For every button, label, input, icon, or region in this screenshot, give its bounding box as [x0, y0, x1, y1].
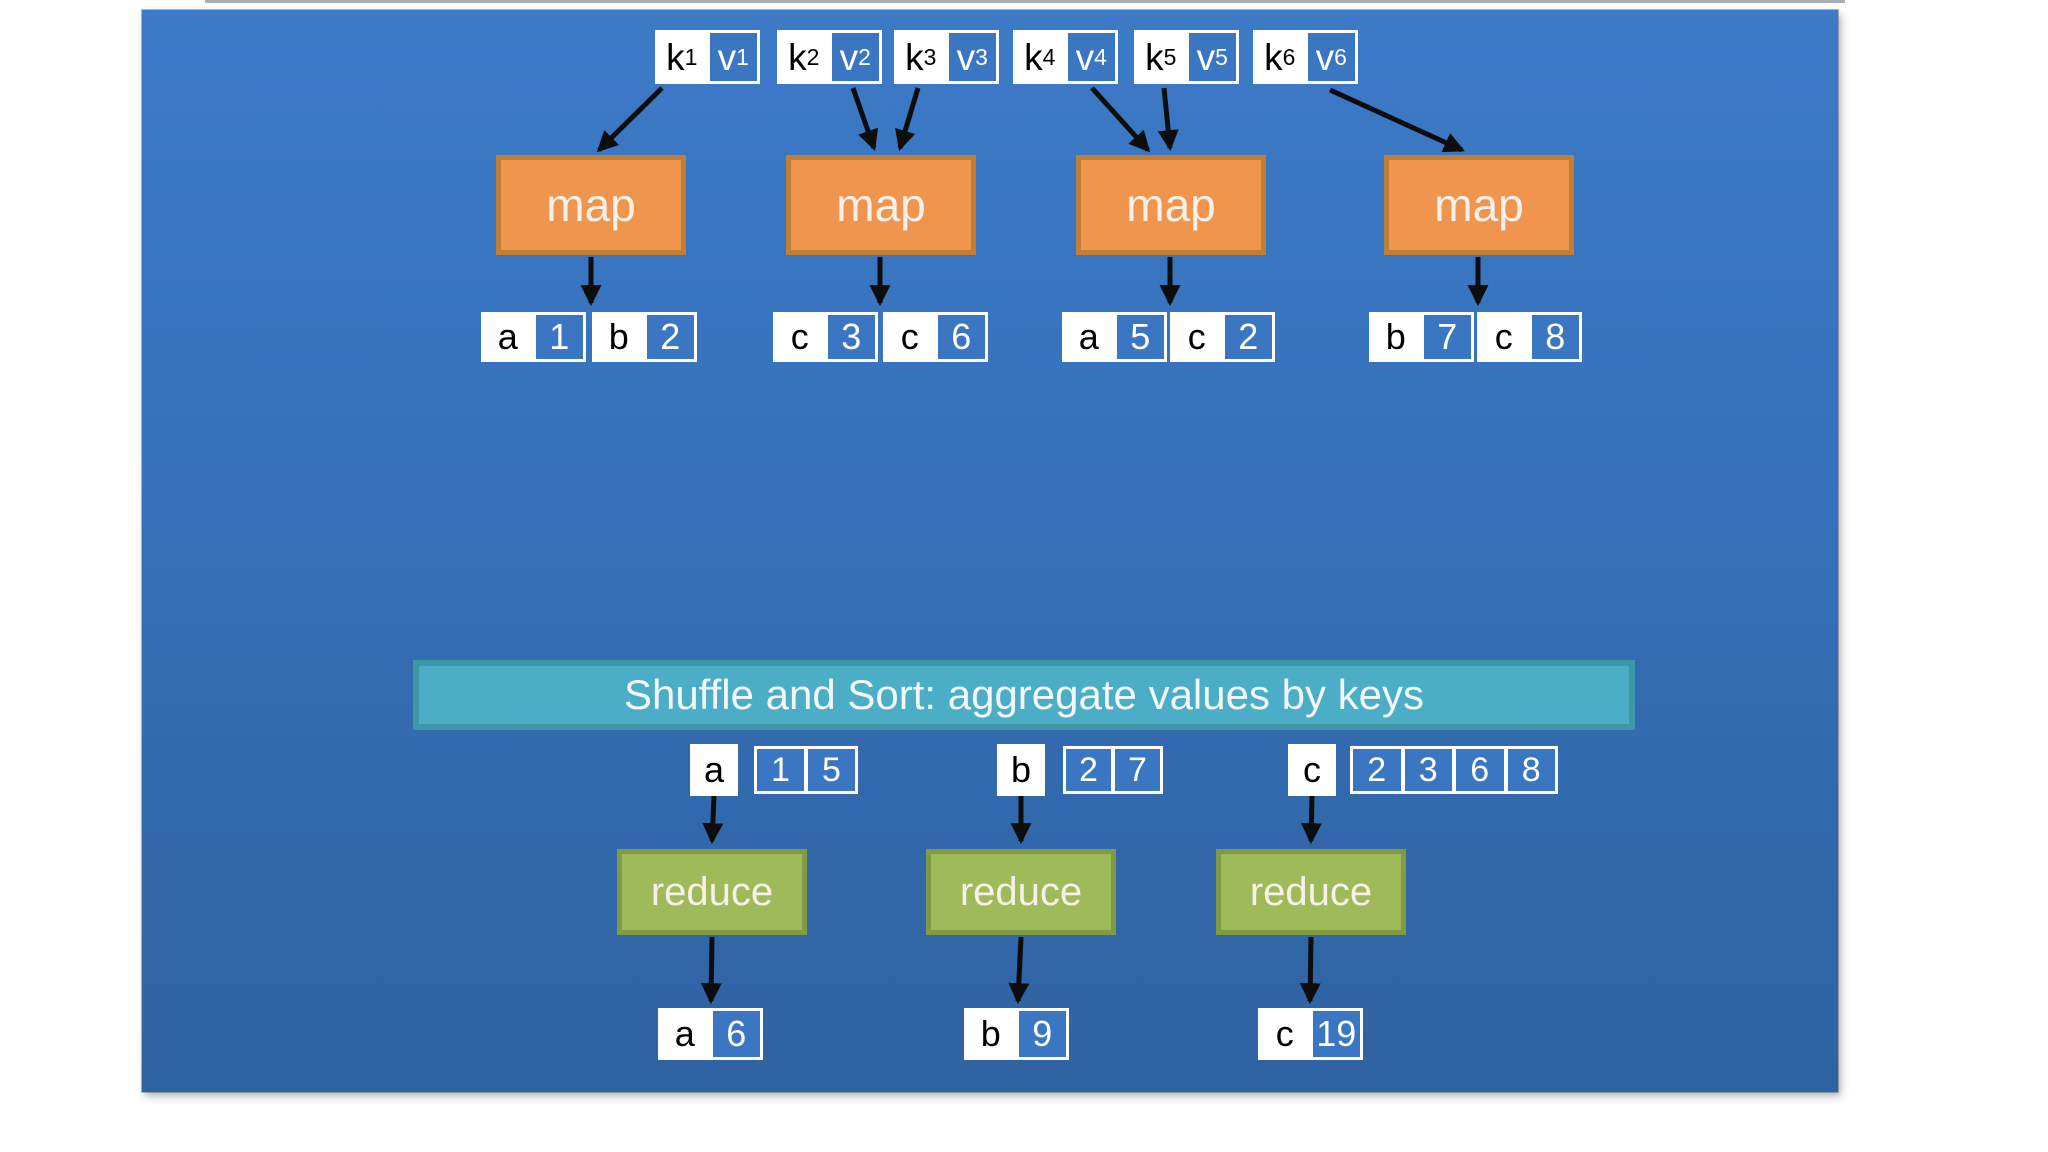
output-value: 9: [1018, 1011, 1066, 1057]
map1-output-pair-2: b 2: [592, 312, 697, 362]
arrow-k3-to-map2: [895, 87, 921, 152]
output-key: c: [1480, 315, 1528, 359]
map2-output-pair-1: c 3: [773, 312, 878, 362]
output-key: b: [967, 1011, 1015, 1057]
reduce-node-label: reduce: [650, 870, 774, 914]
reduce-output-pair-b: b 9: [964, 1008, 1069, 1060]
group-value: 1: [757, 749, 804, 791]
output-key: b: [1372, 315, 1420, 359]
output-value: 2: [1224, 315, 1272, 359]
group-value: 7: [1115, 749, 1160, 791]
map2-output-pair-2: c 6: [883, 312, 988, 362]
reduce-node-1: reduce: [617, 849, 807, 935]
arrow-reduce3-out: [1299, 936, 1321, 1005]
output-value: 8: [1531, 315, 1579, 359]
output-key: c: [886, 315, 934, 359]
reduce-node-2: reduce: [926, 849, 1116, 935]
arrow-k2-to-map2: [850, 87, 879, 151]
output-key: a: [661, 1011, 709, 1057]
output-key: a: [1065, 315, 1113, 359]
map3-output-pair-2: c 2: [1170, 312, 1275, 362]
map-node-3: map: [1076, 155, 1266, 255]
map4-output-pair-2: c 8: [1477, 312, 1582, 362]
arrow-k6-to-map4: [1328, 87, 1465, 153]
map3-output-pair-1: a 5: [1062, 312, 1167, 362]
shuffle-sort-label: Shuffle and Sort: aggregate values by ke…: [623, 671, 1425, 718]
arrow-k5-to-map3: [1157, 87, 1179, 152]
reduce-node-label: reduce: [1249, 870, 1373, 914]
map-node-label: map: [1126, 179, 1216, 231]
group-key-a: a: [690, 744, 738, 796]
output-key: c: [776, 315, 824, 359]
output-value: 5: [1116, 315, 1164, 359]
output-key: a: [484, 315, 532, 359]
output-value: 6: [712, 1011, 760, 1057]
arrows-layer: [580, 86, 1489, 1005]
group-values-b: 2 7: [1063, 746, 1163, 794]
group-values-c: 2 3 6 8: [1350, 746, 1558, 794]
output-key: c: [1173, 315, 1221, 359]
output-value: 1: [535, 315, 583, 359]
output-key: c: [1261, 1011, 1309, 1057]
window-edge-line: [205, 0, 1845, 3]
output-value: 19: [1312, 1011, 1360, 1057]
group-key-b: b: [997, 744, 1045, 796]
reduce-output-pair-c: c 19: [1258, 1008, 1363, 1060]
map1-output-pair-1: a 1: [481, 312, 586, 362]
map-node-2: map: [786, 155, 976, 255]
reduce-output-pair-a: a 6: [658, 1008, 763, 1060]
map4-output-pair-1: b 7: [1369, 312, 1474, 362]
group-value: 2: [1353, 749, 1401, 791]
map-node-label: map: [1434, 179, 1524, 231]
map-node-4: map: [1384, 155, 1574, 255]
group-value: 5: [808, 749, 855, 791]
arrow-group-c-to-reduce3: [1300, 795, 1322, 845]
group-value: 8: [1507, 749, 1555, 791]
map-node-label: map: [836, 179, 926, 231]
shuffle-sort-banner: Shuffle and Sort: aggregate values by ke…: [413, 660, 1635, 730]
group-value: 6: [1456, 749, 1504, 791]
map-node-label: map: [546, 179, 636, 231]
arrow-k4-to-map3: [1090, 86, 1151, 153]
reduce-node-3: reduce: [1216, 849, 1406, 935]
group-key-c: c: [1288, 744, 1336, 796]
arrow-reduce1-out: [700, 936, 722, 1005]
group-value: 3: [1404, 749, 1452, 791]
output-value: 2: [646, 315, 694, 359]
reduce-node-label: reduce: [959, 870, 1083, 914]
output-key: b: [595, 315, 643, 359]
group-values-a: 1 5: [754, 746, 858, 794]
output-value: 7: [1423, 315, 1471, 359]
arrow-k1-to-map1: [596, 86, 664, 153]
output-value: 6: [937, 315, 985, 359]
group-value: 2: [1066, 749, 1111, 791]
map-node-1: map: [496, 155, 686, 255]
arrow-reduce2-out: [1008, 936, 1030, 1005]
output-value: 3: [827, 315, 875, 359]
arrow-group-a-to-reduce1: [702, 795, 724, 845]
